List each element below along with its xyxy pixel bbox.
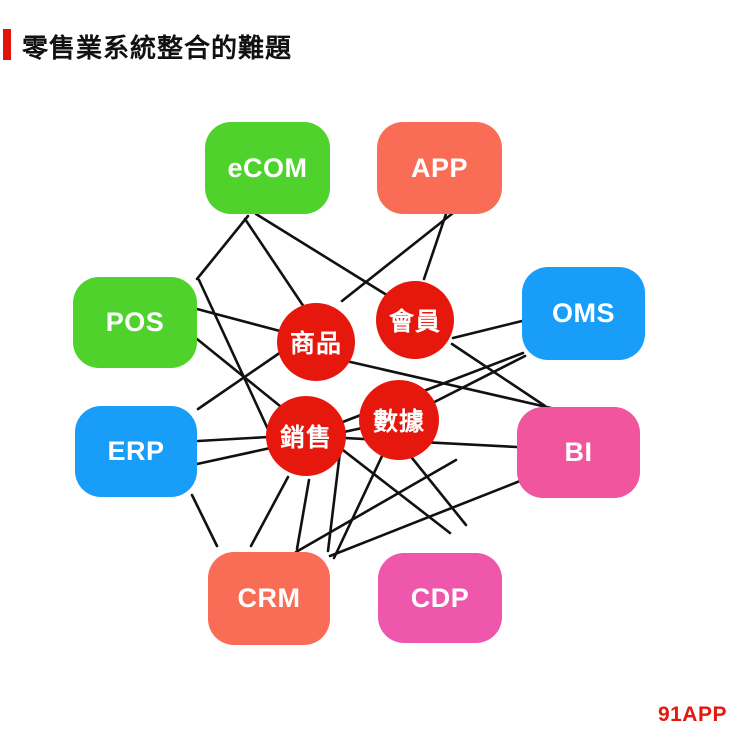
system-box-crm: CRM (208, 552, 330, 645)
connection-line-20 (249, 475, 290, 548)
connection-line-21 (295, 478, 311, 551)
data-circle-product: 商品 (277, 303, 355, 381)
connection-line-3 (422, 212, 448, 281)
system-box-label-app: APP (410, 152, 469, 183)
connection-line-25 (402, 446, 468, 527)
system-box-label-erp: ERP (107, 436, 165, 466)
system-box-label-pos: POS (105, 307, 165, 337)
data-circle-label-data: 數據 (372, 408, 425, 436)
connection-line-19 (294, 458, 458, 554)
system-box-bi: BI (517, 407, 640, 498)
system-box-cdp: CDP (378, 553, 502, 643)
connection-line-18 (328, 479, 522, 558)
connection-line-12 (451, 319, 524, 340)
system-box-label-cdp: CDP (410, 582, 470, 613)
system-box-label-oms: OMS (551, 298, 615, 328)
system-box-pos: POS (73, 277, 197, 368)
connection-line-7 (197, 278, 274, 440)
connection-line-16 (318, 353, 553, 410)
connection-line-6 (195, 337, 282, 408)
connection-line-5 (195, 307, 282, 333)
page-title: 零售業系統整合的難題 (22, 33, 293, 63)
connection-line-8 (196, 350, 283, 411)
system-box-label-ecom: eCOM (227, 152, 308, 183)
system-box-erp: ERP (75, 406, 197, 497)
brand-logo: 91APP (657, 703, 727, 726)
data-circle-label-member: 會員 (388, 308, 441, 336)
connection-line-2 (243, 217, 306, 309)
data-circle-label-product: 商品 (289, 330, 342, 358)
connection-line-15 (450, 342, 547, 408)
connection-line-11 (190, 493, 219, 548)
connection-line-24 (328, 438, 452, 535)
data-circle-member: 會員 (376, 281, 454, 359)
connection-line-0 (195, 214, 250, 281)
data-circle-data: 數據 (359, 380, 439, 460)
data-circle-label-sales: 銷售 (279, 424, 332, 452)
connection-line-22 (326, 450, 342, 553)
system-box-label-crm: CRM (237, 583, 301, 613)
system-box-label-bi: BI (564, 437, 593, 467)
title-accent-bar (3, 29, 11, 60)
data-circle-sales: 銷售 (266, 396, 346, 476)
system-box-ecom: eCOM (205, 122, 330, 214)
connection-line-4 (340, 211, 455, 303)
connection-line-1 (254, 212, 392, 299)
connection-line-9 (196, 435, 270, 443)
system-box-oms: OMS (522, 267, 645, 360)
system-box-app: APP (377, 122, 502, 214)
